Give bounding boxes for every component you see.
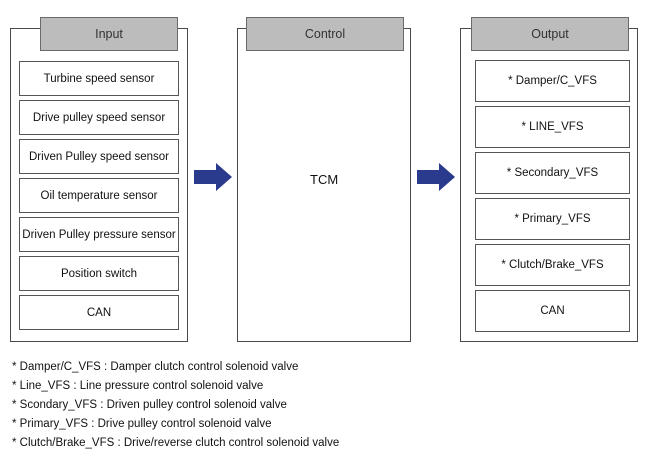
note-damper-c-vfs: * Damper/C_VFS : Damper clutch control s… (12, 361, 299, 373)
control-to-output-arrow (417, 163, 455, 191)
output-item-line-vfs: * LINE_VFS (475, 106, 630, 148)
input-item-drive-pulley-speed-sensor: Drive pulley speed sensor (19, 100, 179, 135)
legend-notes: * Damper/C_VFS : Damper clutch control s… (12, 358, 339, 453)
output-item-can: CAN (475, 290, 630, 332)
input-item-turbine-speed-sensor: Turbine speed sensor (19, 61, 179, 96)
input-item-can: CAN (19, 295, 179, 330)
output-item-primary-vfs: * Primary_VFS (475, 198, 630, 240)
arrow-shape (417, 163, 455, 191)
note-primary-vfs: * Primary_VFS : Drive pulley control sol… (12, 418, 272, 430)
input-to-control-arrow (194, 163, 232, 191)
input-item-driven-pulley-speed-sensor: Driven Pulley speed sensor (19, 139, 179, 174)
arrow-shape (194, 163, 232, 191)
control-header: Control (246, 17, 404, 51)
output-header: Output (471, 17, 629, 51)
output-panel: Output * Damper/C_VFS * LINE_VFS * Secon… (460, 17, 638, 342)
note-line-vfs: * Line_VFS : Line pressure control solen… (12, 380, 264, 392)
input-panel: Input Turbine speed sensor Drive pulley … (10, 17, 188, 342)
output-item-clutch-brake-vfs: * Clutch/Brake_VFS (475, 244, 630, 286)
input-item-position-switch: Position switch (19, 256, 179, 291)
input-header: Input (40, 17, 178, 51)
control-panel: Control TCM (237, 17, 411, 342)
tcm-label: TCM (310, 172, 339, 187)
note-clutch-brake-vfs: * Clutch/Brake_VFS : Drive/reverse clutc… (12, 437, 340, 449)
note-secondary-vfs: * Scondary_VFS : Driven pulley control s… (12, 399, 287, 411)
input-item-oil-temperature-sensor: Oil temperature sensor (19, 178, 179, 213)
output-item-secondary-vfs: * Secondary_VFS (475, 152, 630, 194)
output-item-damper-c-vfs: * Damper/C_VFS (475, 60, 630, 102)
input-item-driven-pulley-pressure-sensor: Driven Pulley pressure sensor (19, 217, 179, 252)
